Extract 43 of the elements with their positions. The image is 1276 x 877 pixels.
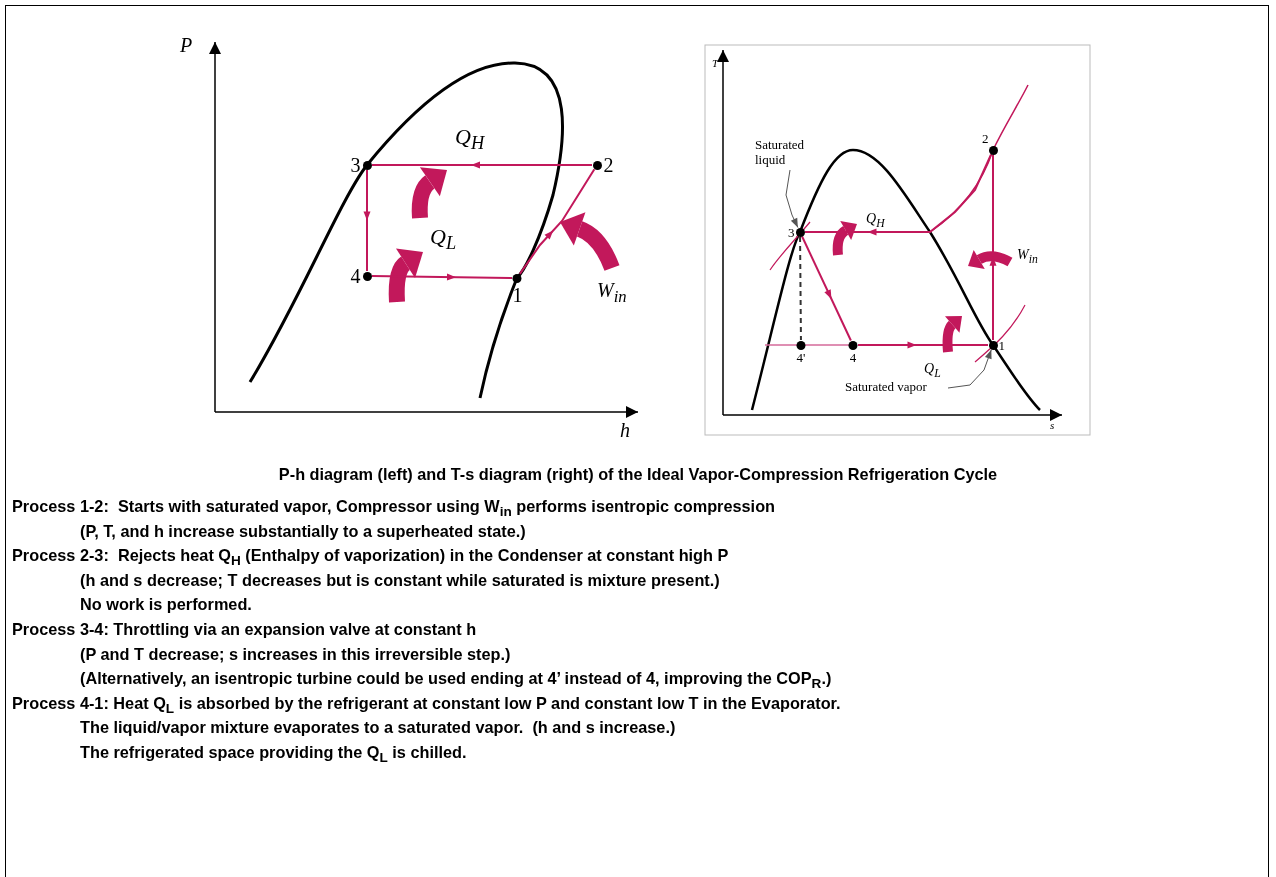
work-label: W$_{in}$ bbox=[597, 280, 627, 306]
state-label: Saturated vapor bbox=[845, 380, 927, 395]
axis-label: s bbox=[1050, 420, 1055, 431]
process-note: The liquid/vapor mixture evaporates to a saturated vapor. (h and s increase.) bbox=[80, 719, 676, 736]
caption: P-h diagram (left) and T-s diagram (right) of the Ideal Vapor-Compression Refrigeration Cycle bbox=[277, 466, 999, 483]
process-line bbox=[857, 341, 989, 349]
process-line bbox=[799, 236, 802, 341]
state-point: 1 bbox=[988, 338, 1005, 352]
process-line bbox=[371, 273, 513, 281]
work-label: W$_{in}$ bbox=[1017, 248, 1038, 266]
process-line bbox=[804, 153, 992, 236]
process-note: The refrigerated space providing the Q$_{L}$ is chilled. bbox=[80, 744, 467, 765]
heat-label: Q$_{L}$ bbox=[430, 226, 457, 253]
leader-line bbox=[947, 349, 992, 389]
state-label: Saturated liquid bbox=[755, 138, 817, 168]
state-point: 2 bbox=[592, 155, 614, 175]
state-point: 1 bbox=[512, 273, 523, 305]
process-note: (P and T decrease; s increases in this irreversible step.) bbox=[80, 645, 511, 662]
process-note: (h and s decrease; T decreases but is constant while saturated is mixture present.) bbox=[80, 571, 720, 589]
axis-label: h bbox=[620, 420, 630, 440]
state-point: 4 bbox=[848, 340, 858, 364]
state-point: 3 bbox=[788, 225, 805, 239]
state-point: 4' bbox=[796, 340, 806, 364]
process-description: Process 3-4: Throttling via an expansion valve at constant h bbox=[12, 621, 477, 638]
process-note: (Alternatively, an isentropic turbine could be used ending at 4’ instead of 4, improving the COP$_{R}$.) bbox=[80, 670, 832, 691]
process-note: (P, T, and h increase substantially to a superheated state.) bbox=[80, 522, 526, 539]
process-description: Process 4-1: Heat Q$_{L}$ is absorbed by the refrigerant at constant low P and constant low T in the Evaporator. bbox=[12, 694, 841, 716]
axis-label: P bbox=[180, 35, 193, 55]
heat-label: Q$_{L}$ bbox=[924, 362, 941, 380]
process-description: Process 1-2: Starts with saturated vapor, Compressor using W$_{in}$ performs isentropic compression bbox=[12, 498, 776, 519]
process-note: No work is performed. bbox=[80, 596, 252, 613]
state-point: 4 bbox=[350, 266, 372, 286]
process-line bbox=[363, 169, 371, 272]
process-description: Process 2-3: Rejects heat Q$_{H}$ (Enthalpy of vaporization) in the Condenser at constant high P bbox=[12, 547, 729, 568]
heat-label: Q$_{H}$ bbox=[455, 126, 485, 153]
heat-label: Q$_{H}$ bbox=[866, 212, 885, 230]
leader-line bbox=[785, 169, 799, 228]
process-line bbox=[518, 168, 596, 275]
process-line bbox=[371, 161, 593, 169]
state-point: 2 bbox=[982, 131, 998, 155]
state-point: 3 bbox=[350, 155, 372, 175]
process-line bbox=[989, 154, 997, 341]
process-line bbox=[801, 235, 852, 342]
